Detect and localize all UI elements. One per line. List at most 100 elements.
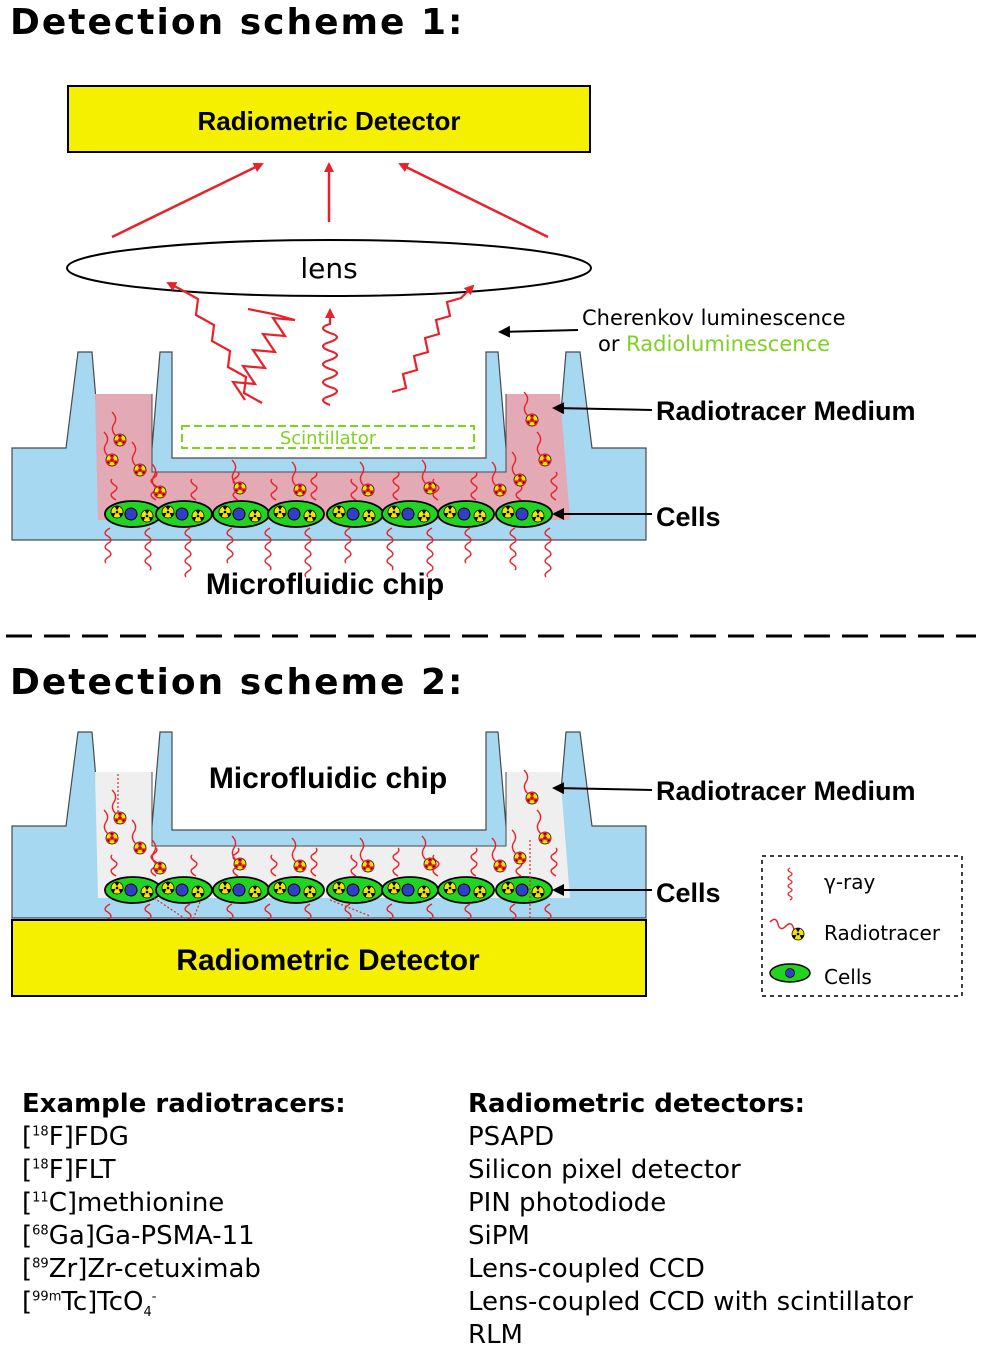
detector-item: Silicon pixel detector [468, 1155, 741, 1185]
radiotracer-trail [350, 854, 358, 877]
radiotracer-marker [443, 505, 457, 519]
radiotracer-trail [491, 837, 497, 863]
radiotracer-trail [190, 854, 198, 877]
radiotracer-marker [273, 881, 287, 895]
radiotracer-trail [111, 411, 117, 437]
radiotracer-marker [531, 509, 545, 523]
radiotracer-trail [359, 461, 365, 487]
cell [212, 500, 270, 528]
legend-cells-label: Cells [824, 965, 872, 989]
radiotracer-marker [417, 509, 431, 523]
radiotracer-item: [89Zr]Zr-cetuximab [22, 1254, 261, 1284]
scintillator-label: Scintillator [280, 428, 377, 449]
radiotracer-trail [536, 431, 542, 457]
radiotracer-trail [291, 461, 297, 487]
cell [267, 500, 325, 528]
scheme1-cells-label: Cells [656, 502, 721, 532]
radiotracer-trail [432, 854, 440, 877]
radiotracer-trail [151, 839, 157, 865]
radiotracer-trail [386, 527, 394, 571]
scheme2-cells [104, 876, 553, 904]
radiotracer-trail [231, 459, 237, 485]
radiotracer-marker [473, 509, 487, 523]
radiotracer-trail [150, 847, 158, 877]
detectors-heading: Radiometric detectors: [468, 1089, 806, 1119]
radiotracer-marker [332, 881, 346, 895]
scheme2-detector [11, 919, 647, 997]
radiotracer-marker [501, 505, 515, 519]
scheme1-medium [95, 394, 570, 520]
lens-label: lens [300, 252, 357, 285]
radiotracer-marker [140, 885, 154, 899]
radiotracer-marker [332, 505, 346, 519]
radiotracer-trail [304, 527, 312, 578]
detector-item: RLM [468, 1320, 523, 1350]
scheme1-detector-label: Radiometric Detector [198, 106, 461, 136]
scheme2-cells-label: Cells [656, 878, 721, 908]
scheme2-title: Detection scheme 2: [10, 662, 464, 703]
detector-item: PSAPD [468, 1122, 555, 1152]
radiotracer-trail [310, 847, 318, 877]
cell [381, 500, 439, 528]
radiotracer-trail [151, 463, 157, 489]
radiotracer-trail [103, 431, 109, 457]
radiotracer-trail [421, 835, 427, 861]
cell [495, 876, 553, 904]
radiotracer-marker [161, 881, 175, 895]
cell [104, 500, 162, 528]
radiotracer-marker [191, 885, 205, 899]
cell [326, 876, 384, 904]
cell [326, 500, 384, 528]
radiotracer-marker [140, 509, 154, 523]
light-arrows [111, 162, 549, 239]
radiotracer-item: [18F]FLT [22, 1155, 116, 1185]
radiotracer-trail [350, 478, 358, 501]
radiotracer-trail [523, 769, 529, 795]
radiotracer-trail [150, 471, 158, 501]
detectors-list: Radiometric detectors: PSAPD Silicon pix… [468, 1088, 913, 1352]
radiotracer-trail [511, 829, 517, 855]
legend-radiotracer-label: Radiotracer [824, 921, 941, 945]
radiotracer-trail [103, 809, 109, 835]
radiotracer-trail [544, 527, 552, 578]
radiotracer-marker [501, 881, 515, 895]
legend: γ-ray Radiotracer Cells [761, 855, 963, 997]
radiotracer-trail [144, 527, 152, 571]
radiotracer-marker [473, 885, 487, 899]
radiotracer-marker [161, 505, 175, 519]
radiotracer-item: [99mTc]TcO4- [22, 1287, 157, 1321]
emission-label-line1: Cherenkov luminescence [582, 306, 846, 330]
medium-pointer-2 [552, 782, 653, 795]
radiotracer-trail [470, 847, 478, 877]
radiotracer-marker [443, 881, 457, 895]
scheme2-detector-label: Radiometric Detector [176, 944, 480, 977]
lens [66, 239, 592, 297]
cell [212, 876, 270, 904]
scheme2-medium-label: Radiotracer Medium [656, 776, 916, 806]
radiotracer-trail [111, 789, 117, 815]
radiotracer-marker [248, 509, 262, 523]
radiotracer-icon [769, 918, 795, 931]
scheme1-cells [104, 500, 553, 528]
radiotracer-trail [392, 847, 400, 877]
radiotracer-trail [231, 835, 237, 861]
radiotracer-trail [344, 527, 352, 564]
emission-wave-left [166, 282, 263, 404]
radiotracers-list: Example radiotracers: [18F]FDG [18F]FLT … [22, 1088, 346, 1319]
scheme1-radiotracers [103, 391, 558, 578]
detector-item: Lens-coupled CCD [468, 1254, 705, 1284]
radiotracer-trail [110, 478, 118, 501]
radiotracer-trail [536, 809, 542, 835]
emission-waves [230, 284, 475, 407]
gamma-ray-icon [787, 867, 793, 901]
radiotracer-marker [417, 885, 431, 899]
emission-label-line2: or Radioluminescence [598, 332, 830, 356]
radiotracer-trail [511, 451, 517, 477]
cell [437, 500, 495, 528]
radiotracer-trail [310, 471, 318, 501]
radiotracer-trail [190, 478, 198, 501]
radiotracer-marker [191, 509, 205, 523]
radiotracer-marker [387, 505, 401, 519]
radiotracer-trail [421, 459, 427, 485]
cell [381, 876, 439, 904]
